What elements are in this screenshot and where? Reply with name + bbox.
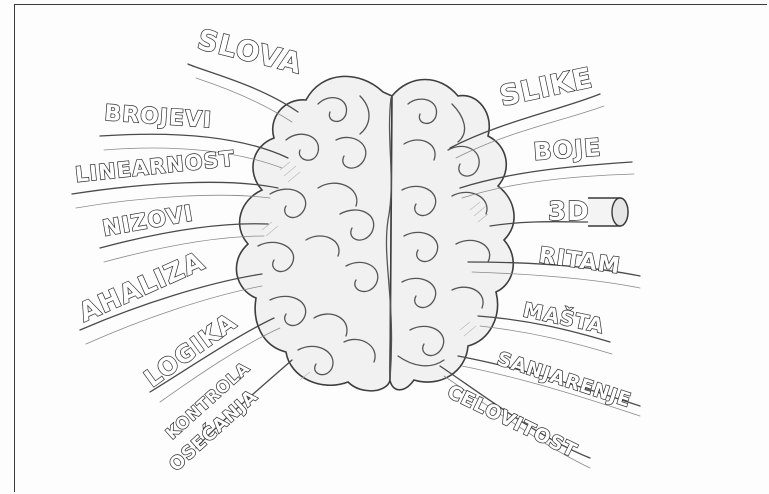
label-sanjarenje: SANJARENJE bbox=[494, 348, 634, 412]
label-masta: MAŠTA bbox=[521, 297, 607, 338]
label-slike: SLIKE bbox=[497, 61, 596, 113]
label-brojevi: BROJEVI bbox=[104, 101, 213, 133]
cylinder-icon bbox=[588, 198, 628, 226]
label-celovitost: CELOVITOST bbox=[444, 381, 581, 463]
label-ritam: RITAM bbox=[537, 243, 622, 279]
brain-drawing bbox=[236, 76, 514, 390]
right-hemisphere bbox=[390, 80, 514, 390]
label-boje: BOJE bbox=[532, 133, 602, 166]
label-analiza: AHALIZA bbox=[75, 246, 210, 328]
label-linearnost: LINEARNOST bbox=[74, 146, 236, 187]
label-3d: 3D bbox=[548, 197, 590, 227]
